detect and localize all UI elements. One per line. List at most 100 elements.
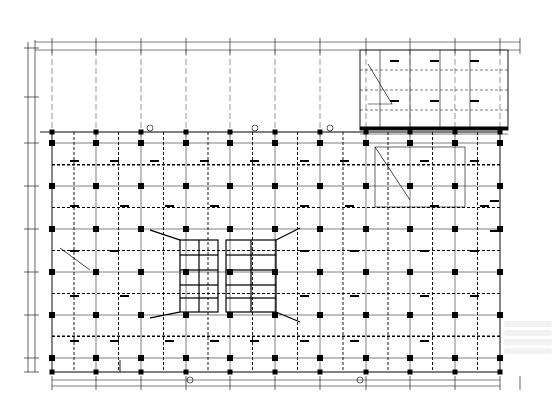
column-edge <box>317 129 323 135</box>
column <box>272 183 278 189</box>
column-edge <box>93 129 99 135</box>
column-edge <box>93 369 99 375</box>
annotation-mark <box>430 100 439 102</box>
column <box>407 140 413 146</box>
column-edge <box>138 129 144 135</box>
column <box>272 312 278 318</box>
annotation-mark <box>70 250 79 252</box>
annotation-mark <box>430 205 439 207</box>
column <box>93 312 99 318</box>
column <box>317 312 323 318</box>
column-edge <box>497 129 503 135</box>
columns <box>49 129 503 375</box>
beam-lines <box>52 132 500 372</box>
column-edge <box>452 369 458 375</box>
column <box>317 355 323 361</box>
opening-rectangle <box>374 146 466 208</box>
diagonal-brace <box>149 311 181 319</box>
column-edge <box>363 369 369 375</box>
column <box>49 226 55 232</box>
column <box>497 269 503 275</box>
annotation-mark <box>345 205 354 207</box>
annex-block <box>59 49 509 271</box>
annotation-mark <box>350 295 359 297</box>
column <box>183 226 189 232</box>
column-edge <box>138 369 144 375</box>
column-edge <box>317 369 323 375</box>
column <box>49 355 55 361</box>
column <box>407 226 413 232</box>
column <box>138 183 144 189</box>
column <box>363 269 369 275</box>
column <box>363 140 369 146</box>
grid-bubble <box>251 124 259 132</box>
column <box>272 226 278 232</box>
column <box>452 312 458 318</box>
annotation-mark <box>210 205 219 207</box>
grid-bubble <box>356 376 364 384</box>
annotation-mark <box>150 160 159 162</box>
column <box>49 140 55 146</box>
column <box>183 355 189 361</box>
annotation-mark <box>165 205 174 207</box>
annotation-mark <box>470 250 479 252</box>
column <box>93 355 99 361</box>
annotation-mark <box>420 295 429 297</box>
column <box>363 312 369 318</box>
column <box>227 183 233 189</box>
column <box>227 312 233 318</box>
column <box>317 269 323 275</box>
column <box>93 183 99 189</box>
column <box>183 183 189 189</box>
column <box>452 226 458 232</box>
grid-bubble <box>326 124 334 132</box>
column <box>317 140 323 146</box>
opening-diagonal <box>374 146 411 201</box>
core-walls <box>149 227 301 323</box>
diagonal-brace <box>149 229 181 241</box>
annotation-mark <box>470 295 479 297</box>
diagonal-brace <box>275 227 301 241</box>
opening-diagonal <box>59 247 91 271</box>
annotation-mark <box>120 295 129 297</box>
grid-bubble <box>146 124 154 132</box>
annotation-mark <box>390 100 399 102</box>
annotation-mark <box>300 250 309 252</box>
column <box>452 183 458 189</box>
column <box>183 312 189 318</box>
annotation-mark <box>350 340 359 342</box>
column-edge <box>363 129 369 135</box>
annotation-mark <box>300 205 309 207</box>
column <box>407 269 413 275</box>
column <box>49 312 55 318</box>
annotation-mark <box>430 60 439 62</box>
column <box>49 269 55 275</box>
annex-diagonal <box>367 63 393 105</box>
annotation-mark <box>480 205 489 207</box>
column <box>138 226 144 232</box>
column <box>497 226 503 232</box>
column <box>227 140 233 146</box>
annotation-mark <box>210 340 219 342</box>
grid-bubble <box>186 376 194 384</box>
column <box>227 269 233 275</box>
column-edge <box>227 369 233 375</box>
column <box>272 355 278 361</box>
annotation-mark <box>70 160 79 162</box>
annotation-mark <box>120 205 129 207</box>
column <box>272 269 278 275</box>
annotation-mark <box>250 340 259 342</box>
column <box>93 140 99 146</box>
annotation-mark <box>490 230 499 232</box>
annotation-mark <box>110 340 119 342</box>
annotation-mark <box>350 250 359 252</box>
annotation-mark <box>390 60 399 62</box>
column <box>93 226 99 232</box>
annotation-mark <box>250 160 259 162</box>
column <box>407 312 413 318</box>
column <box>497 355 503 361</box>
annotation-mark <box>70 340 79 342</box>
annotation-mark <box>110 160 119 162</box>
column <box>407 183 413 189</box>
